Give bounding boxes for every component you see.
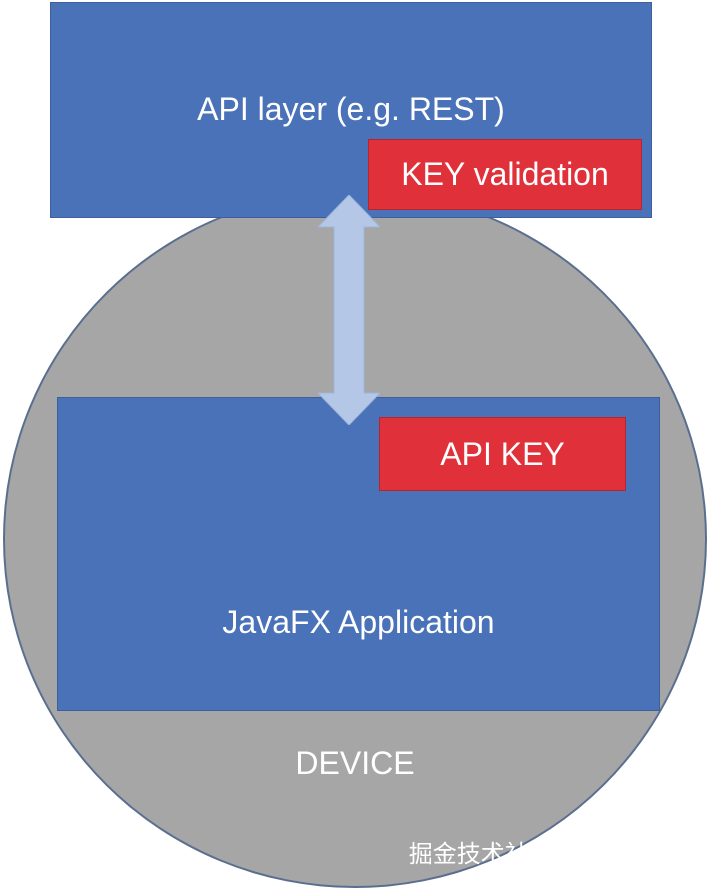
javafx-application-label: JavaFX Application <box>222 604 495 640</box>
api-key-label: API KEY <box>440 435 565 472</box>
api-layer-box: API layer (e.g. REST) <box>50 2 652 218</box>
watermark-text: 掘金技术社区 @ 布客飞龙 <box>408 840 688 868</box>
api-key-box: API KEY <box>379 417 626 491</box>
key-validation-label: KEY validation <box>401 156 609 192</box>
key-validation-box: KEY validation <box>368 139 642 210</box>
api-layer-label: API layer (e.g. REST) <box>197 91 505 127</box>
double-arrow-icon <box>318 195 380 425</box>
device-label: DEVICE <box>295 745 415 781</box>
